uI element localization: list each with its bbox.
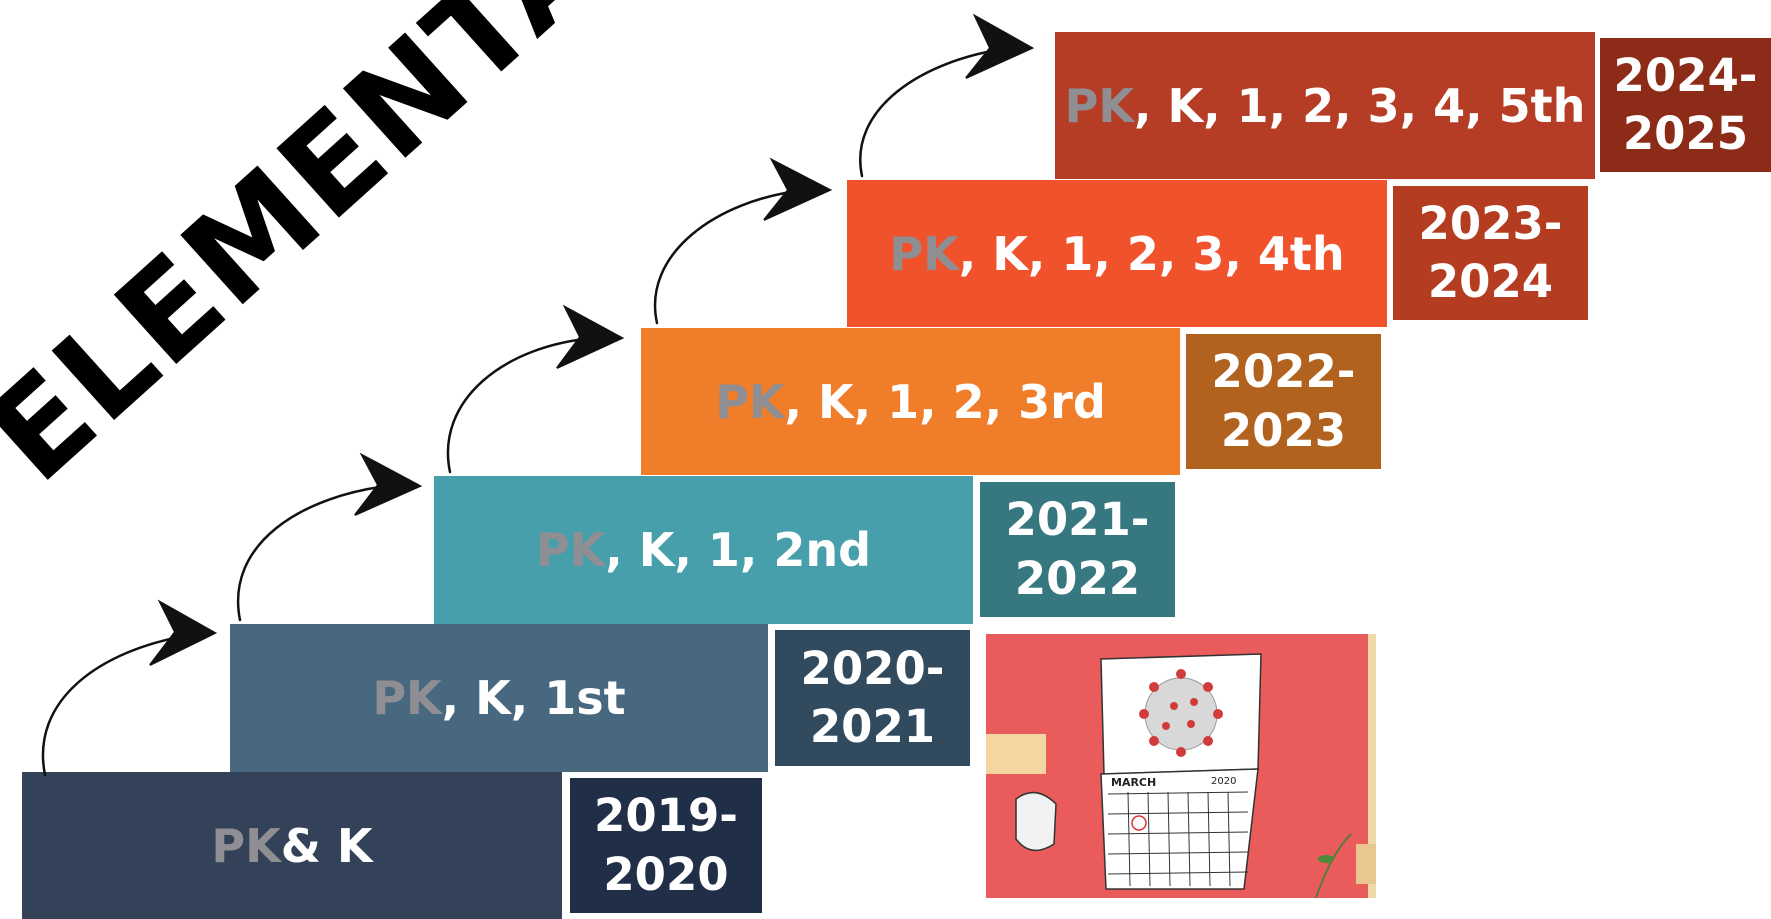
arrow-3 (446, 336, 597, 474)
calendar-month: MARCH (1111, 776, 1156, 789)
step-2023: PK, K, 1, 2, 3, 4th (847, 180, 1387, 327)
calendar-year: 2020 (1211, 776, 1236, 787)
year-2024-2025: 2024- 2025 (1600, 38, 1771, 172)
arrowhead-2 (354, 452, 423, 516)
arrow-1 (41, 633, 192, 777)
grades-label: , K, 1, 2, 3, 4th (958, 226, 1345, 281)
grades-label: , K, 1, 2nd (605, 523, 872, 577)
pk-label: PK (372, 671, 442, 725)
pk-label: PK (211, 818, 281, 873)
grades-label: , K, 1, 2, 3rd (784, 374, 1106, 429)
year-2021-2022: 2021- 2022 (980, 482, 1175, 617)
step-2024: PK, K, 1, 2, 3, 4, 5th (1055, 32, 1595, 179)
grades-label: , K, 1, 2, 3, 4, 5th (1134, 78, 1586, 133)
key-hook-board (986, 734, 1046, 774)
pk-label: PK (889, 226, 959, 281)
covid-calendar-illustration: MARCH 2020 (986, 634, 1376, 898)
step-2021: PK, K, 1, 2nd (434, 476, 973, 624)
coronavirus-icon (1139, 669, 1223, 757)
face-mask-icon (1015, 791, 1057, 852)
arrow-2 (237, 483, 397, 622)
grades-label: & K (280, 818, 373, 873)
arrowhead-1 (149, 599, 218, 666)
arrowhead-5 (965, 13, 1035, 79)
grades-label: , K, 1st (441, 671, 626, 725)
leaf-icon (1318, 855, 1334, 863)
pk-label: PK (715, 374, 785, 429)
calendar-icon: MARCH 2020 (1100, 653, 1262, 890)
pk-label: PK (535, 523, 606, 577)
year-2022-2023: 2022- 2023 (1186, 334, 1381, 469)
arrowhead-3 (556, 304, 625, 369)
year-2019-2020: 2019- 2020 (570, 778, 762, 913)
pk-label: PK (1064, 78, 1134, 133)
arrowhead-4 (763, 157, 833, 221)
step-2020: PK, K, 1st (230, 624, 768, 772)
year-2023-2024: 2023- 2024 (1393, 186, 1588, 320)
arrow-5 (859, 46, 1012, 178)
year-2020-2021: 2020- 2021 (775, 630, 970, 766)
step-2022: PK, K, 1, 2, 3rd (641, 328, 1180, 475)
arrow-4 (653, 188, 807, 325)
step-2019: PK & K (22, 772, 562, 919)
